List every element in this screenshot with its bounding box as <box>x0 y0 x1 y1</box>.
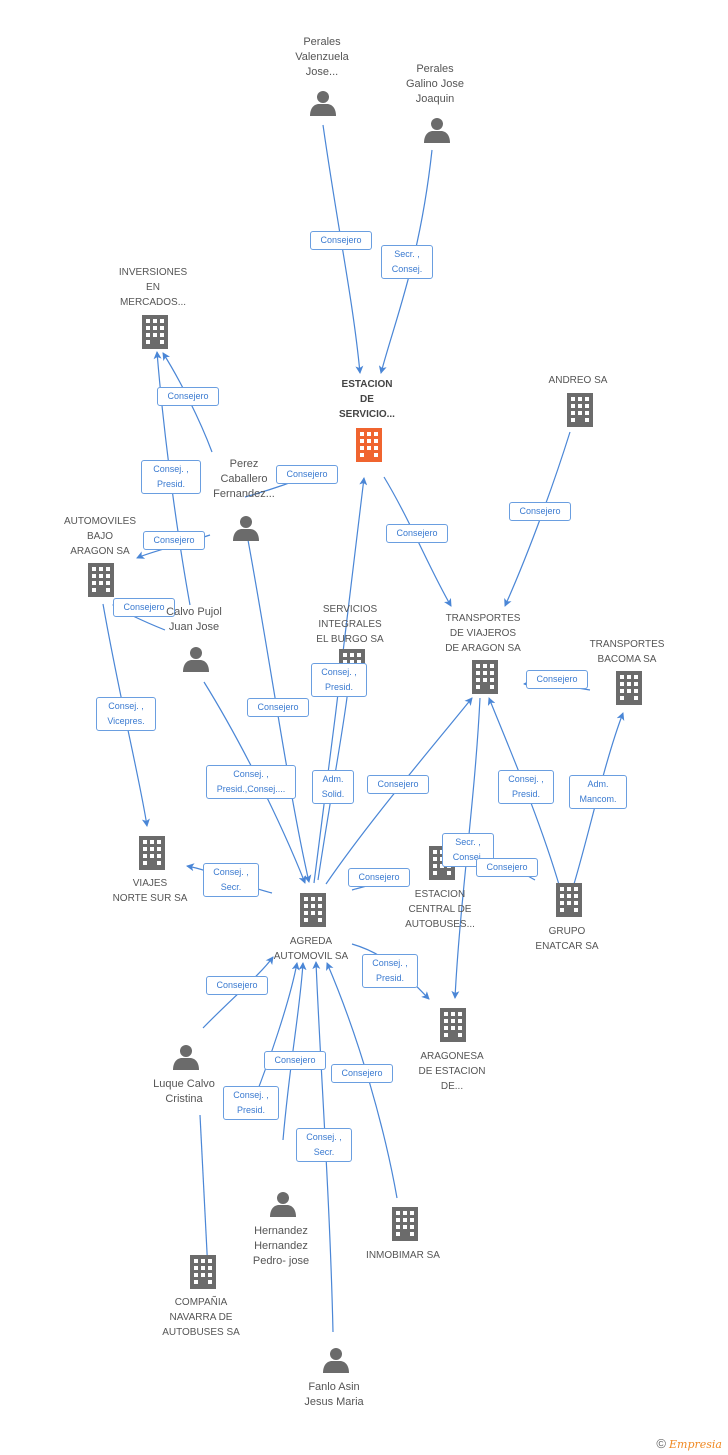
company-name-label[interactable]: INVERSIONES EN MERCADOS... <box>118 267 188 308</box>
person-name-label[interactable]: Hernandez Hernandez Pedro- jose <box>252 1225 310 1267</box>
edge-line <box>326 962 398 1199</box>
edge-role-label[interactable]: Consejero <box>509 502 571 521</box>
person-icon[interactable] <box>233 516 259 541</box>
edge-role-label[interactable]: Consejero <box>264 1051 326 1070</box>
company-name-label[interactable]: VIAJES NORTE SUR SA <box>112 878 188 904</box>
edge-role-label[interactable]: Consejero <box>367 775 429 794</box>
person-icon[interactable] <box>424 118 450 143</box>
edge-role-label[interactable]: Consejero <box>386 524 448 543</box>
company-name-label[interactable]: ANDREO SA <box>548 375 608 386</box>
building-icon[interactable] <box>139 836 165 870</box>
edge-line <box>383 476 452 607</box>
building-icon[interactable] <box>392 1207 418 1241</box>
person-name-label[interactable]: Perez Caballero Fernandez... <box>213 458 275 500</box>
company-name-label[interactable]: TRANSPORTES BACOMA SA <box>589 639 665 665</box>
edge-role-label[interactable]: Consej. , Secr. <box>203 863 259 897</box>
company-name-label[interactable]: TRANSPORTES DE VIAJEROS DE ARAGON SA <box>445 613 521 654</box>
company-name-label[interactable]: COMPAÑIA NAVARRA DE AUTOBUSES SA <box>162 1297 240 1338</box>
building-icon[interactable] <box>567 393 593 427</box>
building-icon[interactable] <box>356 428 382 462</box>
building-icon[interactable] <box>440 1008 466 1042</box>
edge-role-label[interactable]: Consejero <box>310 231 372 250</box>
edge-role-label[interactable]: Consejero <box>113 598 175 617</box>
company-name-label[interactable]: INMOBIMAR SA <box>366 1250 440 1261</box>
person-icon[interactable] <box>173 1045 199 1070</box>
building-icon[interactable] <box>556 883 582 917</box>
building-icon[interactable] <box>472 660 498 694</box>
edge-role-label[interactable]: Consejero <box>526 670 588 689</box>
building-icon[interactable] <box>142 315 168 349</box>
company-name-label[interactable]: AUTOMOVILES BAJO ARAGON SA <box>63 516 137 557</box>
person-icon[interactable] <box>270 1192 296 1217</box>
person-icon[interactable] <box>310 91 336 116</box>
edge-role-label[interactable]: Consejero <box>276 465 338 484</box>
edge-line <box>247 539 312 883</box>
edge-role-label[interactable]: Consej. , Presid. <box>141 460 201 494</box>
edge-role-label[interactable]: Consejero <box>476 858 538 877</box>
edge-role-label[interactable]: Consejero <box>157 387 219 406</box>
edge-role-label[interactable]: Consejero <box>206 976 268 995</box>
edge-role-label[interactable]: Consej. , Presid.,Consej.... <box>206 765 296 799</box>
building-icon[interactable] <box>190 1255 216 1289</box>
copyright-symbol: © <box>656 1436 666 1451</box>
empresia-logo: Empresia <box>669 1438 722 1451</box>
footer-brand: ©Empresia <box>656 1436 722 1451</box>
person-name-label[interactable]: Calvo Pujol Juan Jose <box>166 606 222 633</box>
building-icon[interactable] <box>300 893 326 927</box>
edge-line <box>199 1114 212 1273</box>
person-name-label[interactable]: Fanlo Asin Jesus Maria <box>304 1381 364 1408</box>
company-name-label[interactable]: ESTACION CENTRAL DE AUTOBUSES... <box>405 889 475 930</box>
edge-role-label[interactable]: Consejero <box>331 1064 393 1083</box>
edge-role-label[interactable]: Consejero <box>247 698 309 717</box>
person-icon[interactable] <box>183 647 209 672</box>
person-icon[interactable] <box>323 1348 349 1373</box>
edge-line <box>282 962 307 1141</box>
edge-role-label[interactable]: Consej. , Presid. <box>362 954 418 988</box>
edge-role-label[interactable]: Consejero <box>143 531 205 550</box>
edge-role-label[interactable]: Consej. , Presid. <box>311 663 367 697</box>
building-icon[interactable] <box>88 563 114 597</box>
edge-role-label[interactable]: Secr. , Consej. <box>381 245 433 279</box>
edge-line <box>378 149 433 374</box>
company-name-label[interactable]: ARAGONESA DE ESTACION DE... <box>418 1051 486 1092</box>
company-name-label[interactable]: SERVICIOS INTEGRALES EL BURGO SA <box>316 604 384 645</box>
edge-role-label[interactable]: Adm. Mancom. <box>569 775 627 809</box>
edge-role-label[interactable]: Consejero <box>348 868 410 887</box>
edge-line <box>317 688 352 881</box>
edge-role-label[interactable]: Consej. , Secr. <box>296 1128 352 1162</box>
person-name-label[interactable]: Perales Valenzuela Jose... <box>295 36 349 78</box>
person-name-label[interactable]: Perales Galino Jose Joaquin <box>405 63 465 105</box>
edge-role-label[interactable]: Consej. , Vicepres. <box>96 697 156 731</box>
edge-line <box>322 124 364 374</box>
building-icon[interactable] <box>616 671 642 705</box>
edge-role-label[interactable]: Secr. , Consej. <box>442 833 494 867</box>
edge-role-label[interactable]: Consej. , Presid. <box>223 1086 279 1120</box>
company-name-label[interactable]: AGREDA AUTOMOVIL SA <box>273 936 349 962</box>
person-name-label[interactable]: Luque Calvo Cristina <box>153 1078 215 1105</box>
company-name-label[interactable]: ESTACION DE SERVICIO... <box>339 379 395 420</box>
edge-role-label[interactable]: Adm. Solid. <box>312 770 354 804</box>
edge-line <box>102 603 150 827</box>
company-name-label[interactable]: GRUPO ENATCAR SA <box>535 926 599 952</box>
edge-role-label[interactable]: Consej. , Presid. <box>498 770 554 804</box>
